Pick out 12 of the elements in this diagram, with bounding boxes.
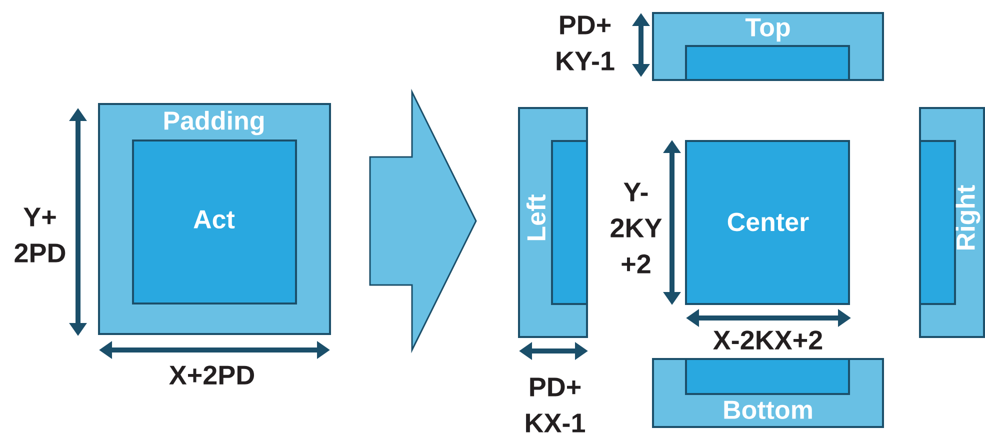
panel-box: Left [518,107,588,338]
square-box: Center [685,140,850,305]
dimension-label: X+2PD [169,366,254,384]
dimension-label: X-2KX+2 [713,330,822,350]
dimension-label: PD+ KX-1 [526,378,585,432]
panel-box: Bottom [652,358,884,428]
dimension-label: Y+ 2PD [14,208,66,262]
dimension-label: PD+ KY-1 [556,16,614,70]
square-box: Act [132,140,297,304]
dimension-label: Y- 2KY +2 [610,182,662,274]
panel-box: Top [652,12,884,81]
panel-box: Right [919,107,985,338]
